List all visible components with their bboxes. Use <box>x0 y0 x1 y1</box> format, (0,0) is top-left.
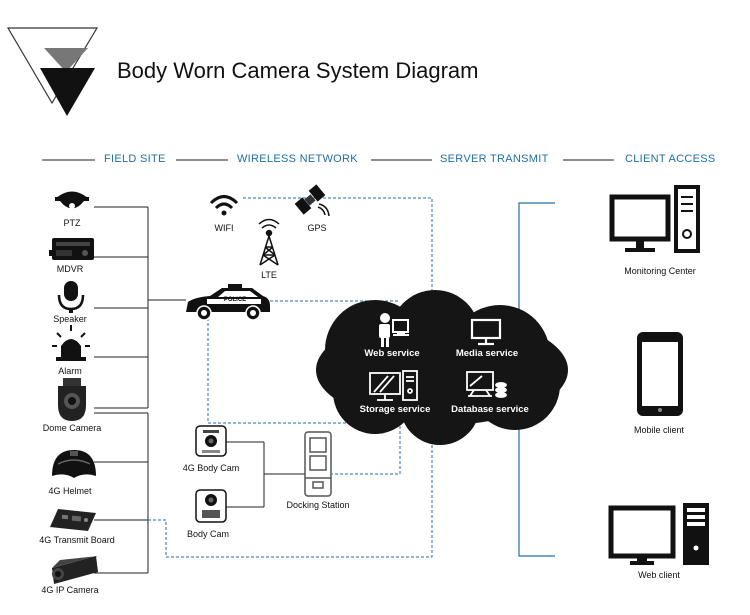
dock-connector-lines <box>226 441 305 508</box>
speaker-microphone-icon <box>57 281 85 313</box>
label-dome-camera: Dome Camera <box>42 423 102 433</box>
label-monitoring-center: Monitoring Center <box>624 266 696 276</box>
label-mobile-client: Mobile client <box>633 425 685 435</box>
section-field-site: FIELD SITE <box>104 153 166 165</box>
section-server-transmit: SERVER TRANSMIT <box>440 153 549 165</box>
web-service-icon <box>379 313 409 347</box>
database-service-icon <box>466 371 507 398</box>
label-media-service: Media service <box>455 348 519 359</box>
label-helmet: 4G Helmet <box>48 486 92 496</box>
page-title: Body Worn Camera System Diagram <box>117 58 479 83</box>
label-web-client: Web client <box>638 570 680 580</box>
body-cam-4g-icon <box>195 425 227 457</box>
logo-icon <box>6 27 99 116</box>
label-gps: GPS <box>307 223 327 233</box>
cloud-shape <box>316 290 568 445</box>
field-connector-lines <box>94 206 186 574</box>
label-storage-service: Storage service <box>359 404 431 415</box>
label-web-service: Web service <box>364 348 420 359</box>
ip-camera-icon <box>52 556 98 584</box>
label-wifi: WIFI <box>214 223 234 233</box>
label-ptz: PTZ <box>63 218 81 228</box>
label-alarm: Alarm <box>58 366 82 376</box>
docking-station-icon <box>304 431 332 497</box>
web-client-icon <box>608 503 709 565</box>
wifi-icon <box>209 195 239 216</box>
police-car-text: POLICE <box>223 297 247 303</box>
police-car-icon <box>186 284 270 321</box>
label-mdvr: MDVR <box>56 264 84 274</box>
storage-service-icon <box>369 370 418 401</box>
label-ip-camera: 4G IP Camera <box>41 585 99 595</box>
section-wireless-network: WIRELESS NETWORK <box>237 153 358 165</box>
label-transmit-board: 4G Transmit Board <box>39 535 115 545</box>
label-body-cam: Body Cam <box>186 529 230 539</box>
body-cam-icon <box>195 489 227 523</box>
label-docking-station: Docking Station <box>286 500 350 510</box>
monitoring-center-icon <box>609 185 700 253</box>
alarm-siren-icon <box>52 325 90 361</box>
label-lte: LTE <box>261 270 277 280</box>
label-speaker: Speaker <box>53 314 87 324</box>
dome-camera-icon <box>58 378 86 421</box>
media-service-icon <box>470 318 502 346</box>
ptz-camera-icon <box>55 191 89 209</box>
label-body-cam-4g: 4G Body Cam <box>182 463 240 473</box>
mobile-client-icon <box>637 332 683 416</box>
transmit-board-icon <box>50 509 96 531</box>
helmet-icon <box>52 450 96 478</box>
gps-satellite-icon <box>294 184 330 217</box>
lte-tower-icon <box>258 218 280 266</box>
section-client-access: CLIENT ACCESS <box>625 153 716 165</box>
mdvr-icon <box>49 238 94 260</box>
label-database-service: Database service <box>451 404 529 415</box>
